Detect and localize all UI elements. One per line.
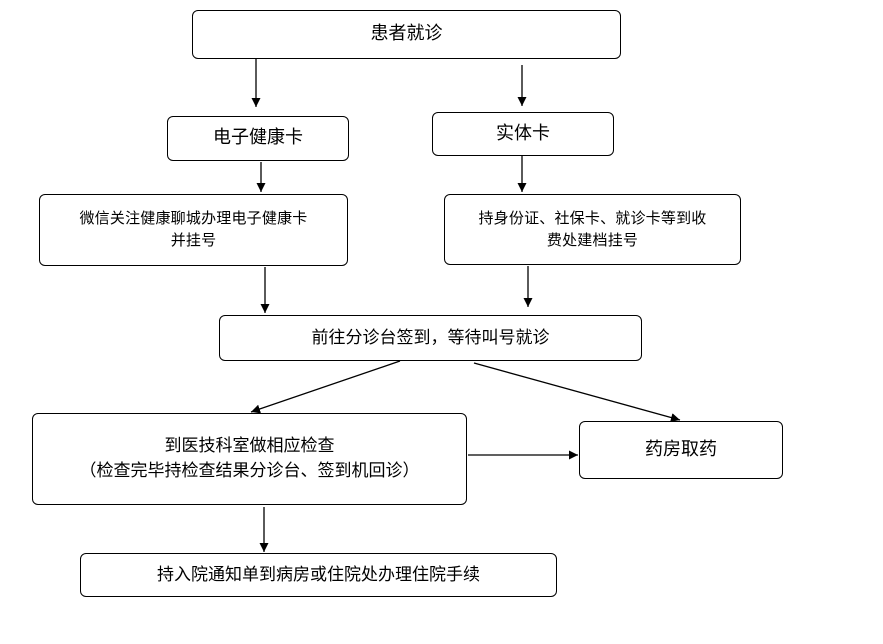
node-e-card-register-line1: 微信关注健康聊城办理电子健康卡 — [79, 209, 308, 228]
node-triage-checkin: 前往分诊台签到，等待叫号就诊 — [219, 315, 642, 361]
node-e-card-register-line2: 并挂号 — [170, 231, 217, 249]
node-pharmacy-label: 药房取药 — [645, 438, 717, 460]
node-physical-card-label: 实体卡 — [496, 122, 550, 144]
node-patient-visit-label: 患者就诊 — [370, 23, 443, 45]
node-e-health-card: 电子健康卡 — [167, 116, 349, 161]
node-e-card-register: 微信关注健康聊城办理电子健康卡 并挂号 — [39, 194, 348, 266]
node-physical-card-register-line1: 持身份证、社保卡、就诊卡等到收 — [478, 208, 707, 227]
node-admission-label: 持入院通知单到病房或住院处办理住院手续 — [157, 564, 480, 585]
arrow-triage-to-pharmacy — [473, 362, 681, 422]
node-e-health-card-label: 电子健康卡 — [213, 127, 303, 149]
node-medical-exam-line1: 到医技科室做相应检查 — [164, 436, 335, 457]
node-patient-visit: 患者就诊 — [192, 10, 621, 59]
node-physical-card: 实体卡 — [432, 112, 614, 156]
node-medical-exam: 到医技科室做相应检查 （检查完毕持检查结果分诊台、签到机回诊） — [32, 413, 467, 505]
node-pharmacy: 药房取药 — [579, 421, 783, 479]
node-physical-card-register: 持身份证、社保卡、就诊卡等到收 费处建档挂号 — [444, 194, 741, 265]
node-physical-card-register-line2: 费处建档挂号 — [546, 230, 639, 249]
node-triage-checkin-label: 前往分诊台签到，等待叫号就诊 — [311, 327, 550, 348]
arrow-triage-to-exam — [250, 360, 401, 414]
node-medical-exam-line2: （检查完毕持检查结果分诊台、签到机回诊） — [79, 461, 420, 481]
node-admission: 持入院通知单到病房或住院处办理住院手续 — [80, 553, 557, 597]
